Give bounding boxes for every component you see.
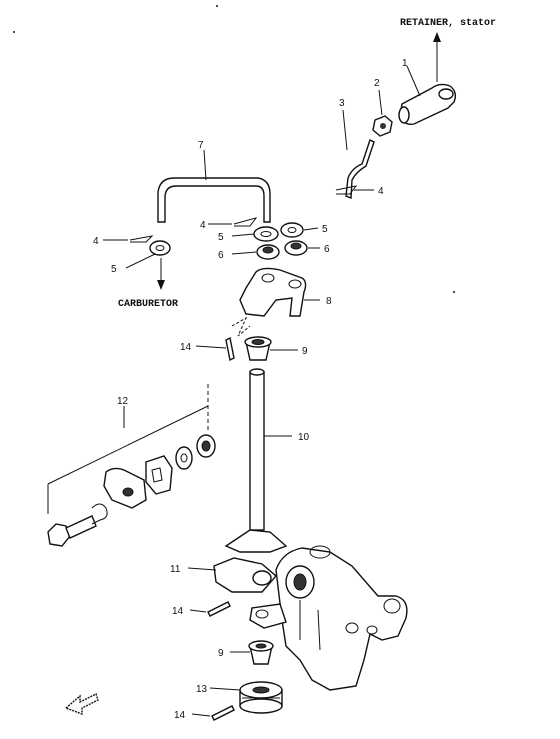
part-12-washer [175, 446, 193, 470]
part-13-pulley [239, 681, 283, 714]
callout-4a: 4 [93, 236, 99, 247]
callout-8: 8 [326, 296, 332, 307]
part-8-lever [239, 267, 307, 317]
part-6-bushing-a [256, 244, 280, 260]
part-11-lever-arm [213, 529, 288, 593]
caption-retainer: RETAINER, stator [400, 18, 496, 29]
forward-arrow-icon [64, 693, 99, 716]
part-1-rod-end [398, 83, 457, 126]
callout-12: 12 [117, 396, 129, 407]
callout-5b: 5 [218, 232, 224, 243]
part-12-cam [145, 455, 173, 495]
callout-13: 13 [196, 684, 208, 695]
part-12-nut [196, 434, 216, 458]
callout-14a: 14 [180, 342, 192, 353]
part-10-shaft [249, 368, 265, 531]
part-9-bushing-b [248, 640, 274, 665]
callout-9a: 9 [302, 346, 308, 357]
part-12-clip [91, 503, 108, 525]
callout-9b: 9 [218, 648, 224, 659]
callout-5a: 5 [111, 264, 117, 275]
callout-2: 2 [374, 78, 380, 89]
part-14-pin-a [225, 336, 235, 362]
part-7-link-rod [157, 177, 271, 223]
callout-11: 11 [170, 564, 181, 575]
callout-14c: 14 [174, 710, 186, 721]
part-housing-mount [249, 545, 408, 691]
part-14-pin-b [207, 601, 231, 617]
callout-4c: 4 [378, 186, 384, 197]
part-14-pin-c [211, 705, 235, 721]
part-12-bolt [47, 515, 97, 547]
part-12-lever-block [103, 467, 147, 509]
callout-3: 3 [339, 98, 345, 109]
callout-10: 10 [298, 432, 310, 443]
part-4-clip-c [335, 185, 358, 195]
callout-5c: 5 [322, 224, 328, 235]
callout-1: 1 [402, 58, 408, 69]
callout-4b: 4 [200, 220, 206, 231]
callout-7: 7 [198, 140, 204, 151]
part-2-nut [372, 115, 393, 137]
arrow-down-icon [157, 258, 165, 290]
part-5-washer-c [280, 222, 304, 238]
arrow-up-icon [433, 32, 441, 82]
part-3-rod [345, 139, 375, 200]
part-6-bushing-b [284, 240, 308, 256]
callout-6a: 6 [218, 250, 224, 261]
part-4-clip-a [129, 235, 154, 243]
part-9-bushing-a [244, 336, 272, 361]
part-5-washer-b [253, 226, 279, 242]
caption-carburetor: CARBURETOR [118, 299, 178, 310]
callout-6b: 6 [324, 244, 330, 255]
part-4-clip-b [233, 217, 258, 227]
callout-14b: 14 [172, 606, 184, 617]
part-5-washer-a [149, 240, 171, 256]
part-12-group-bracket [47, 384, 209, 514]
